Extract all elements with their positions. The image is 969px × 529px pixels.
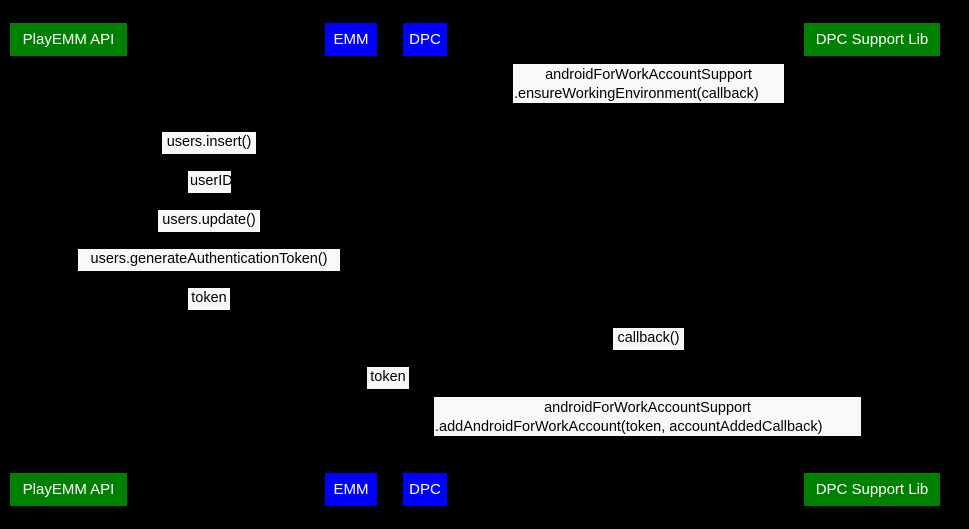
message-label-token-to-dpc: token [367,367,409,389]
participant-bottom-emm[interactable]: EMM [325,473,377,506]
message-label-users-update: users.update() [158,210,260,232]
message-label-text: users.generateAuthenticationToken() [90,251,328,267]
message-label-add-android-for-work-account: androidForWorkAccountSupport .addAndroidF… [434,397,861,436]
participant-top-dpc[interactable]: DPC [403,23,447,56]
message-label-text: .addAndroidForWorkAccount(token, account… [435,419,823,435]
message-label-users-insert: users.insert() [162,132,256,154]
message-label-text: users.insert() [166,134,252,150]
participant-bottom-dpc[interactable]: DPC [403,473,447,506]
message-label-ensure-working-environment: androidForWorkAccountSupport .ensureWorki… [513,64,784,103]
participant-bottom-dpc-support-lib[interactable]: DPC Support Lib [804,473,940,506]
message-label-text: userID [190,173,233,189]
message-label-text: token [191,290,227,306]
message-label-user-id: userID [188,171,233,193]
message-label-text: .ensureWorkingEnvironment(callback) [514,86,759,102]
message-label-text: callback() [617,330,680,346]
message-label-users-generate-authentication-token: users.generateAuthenticationToken() [78,249,340,271]
message-label-text: androidForWorkAccountSupport [545,67,752,83]
participant-bottom-playemm-api[interactable]: PlayEMM API [10,473,127,506]
participant-top-emm[interactable]: EMM [325,23,377,56]
message-label-token-to-emm: token [188,288,230,310]
message-label-text: users.update() [162,212,256,228]
participant-top-playemm-api[interactable]: PlayEMM API [10,23,127,56]
message-label-text: androidForWorkAccountSupport [544,400,751,416]
message-label-callback: callback() [613,328,684,350]
message-label-text: token [370,369,406,385]
participant-top-dpc-support-lib[interactable]: DPC Support Lib [804,23,940,56]
